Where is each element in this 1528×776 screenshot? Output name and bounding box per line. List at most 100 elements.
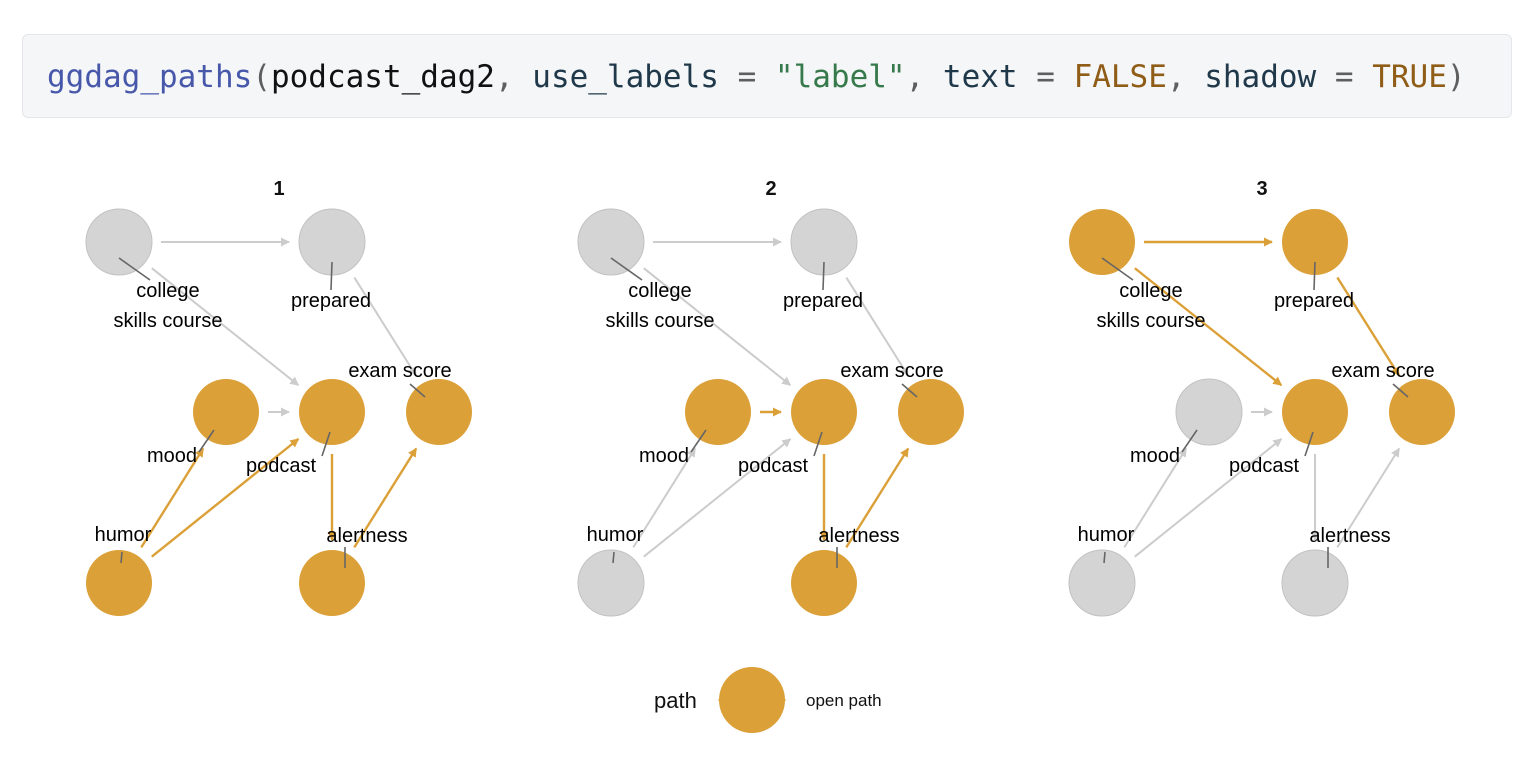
edge-prepared-to-exam	[353, 277, 417, 377]
label-leader-humor	[120, 551, 123, 564]
node-podcast	[791, 379, 857, 445]
code-open-paren: (	[252, 59, 271, 95]
label-leader-podcast	[1304, 431, 1314, 457]
edge-college-to-podcast	[151, 267, 300, 386]
node-label-mood: mood	[1130, 445, 1180, 467]
node-label-podcast: podcast	[738, 455, 808, 477]
code-object-name: podcast_dag2	[270, 59, 495, 95]
label-leader-podcast	[321, 431, 331, 457]
node-label-alertness: alertness	[326, 525, 407, 547]
label-leader-exam	[1392, 383, 1409, 398]
node-prepared	[1282, 209, 1348, 275]
code-close-paren: )	[1446, 59, 1466, 95]
edge-humor-to-mood	[140, 447, 205, 549]
node-label-alertness: alertness	[1309, 525, 1390, 547]
node-podcast	[1282, 379, 1348, 445]
node-label-mood: mood	[639, 445, 689, 467]
edge-alertness-to-exam	[845, 447, 910, 549]
edge-prepared-to-exam	[845, 277, 909, 377]
node-humor	[577, 549, 645, 617]
code-separator: ,	[494, 59, 533, 95]
label-leader-mood	[198, 429, 215, 453]
code-function-name: ggdag_paths	[47, 59, 253, 95]
edge-college-to-podcast	[1134, 267, 1283, 387]
code-string-value: "label"	[774, 59, 906, 95]
code-arg-name: shadow	[1204, 59, 1317, 95]
label-leader-mood	[690, 429, 707, 453]
node-alertness	[1281, 549, 1349, 617]
label-leader-humor	[612, 551, 615, 564]
label-leader-prepared	[822, 261, 825, 291]
node-label-humor: humor	[95, 524, 152, 546]
code-separator: ,	[905, 59, 943, 95]
label-leader-exam	[409, 383, 426, 398]
node-mood	[685, 379, 751, 445]
node-label-prepared: prepared	[783, 290, 863, 312]
edge-humor-to-mood	[1123, 447, 1188, 548]
node-podcast	[299, 379, 365, 445]
legend-item-label: open path	[806, 691, 882, 710]
panel-title: 1	[273, 178, 284, 200]
label-leader-college	[610, 257, 643, 281]
label-leader-mood	[1181, 429, 1198, 453]
edge-prepared-to-exam	[1336, 276, 1401, 377]
label-leader-podcast	[813, 431, 823, 457]
code-equals: =	[718, 59, 775, 95]
code-separator: ,	[1166, 59, 1205, 95]
node-alertness	[299, 550, 365, 616]
label-leader-exam	[901, 383, 918, 398]
legend-key-open-path	[719, 667, 785, 733]
node-label-alertness: alertness	[818, 525, 899, 547]
code-equals: =	[1017, 59, 1074, 95]
edge-college-to-podcast	[643, 267, 792, 386]
label-leader-prepared	[1313, 261, 1316, 291]
node-humor	[1068, 549, 1136, 617]
edge-alertness-to-exam	[353, 447, 418, 549]
panel-title: 2	[765, 178, 776, 200]
label-leader-college	[118, 257, 151, 281]
node-label-mood: mood	[147, 445, 197, 467]
code-line: ggdag_paths(podcast_dag2, use_labels = "…	[47, 57, 1466, 97]
node-college	[1069, 209, 1135, 275]
node-label-prepared: prepared	[1274, 290, 1354, 312]
node-mood	[1175, 378, 1243, 446]
code-arg-name: use_labels	[532, 59, 719, 95]
panel-title: 3	[1256, 178, 1267, 200]
code-constant-value: TRUE	[1372, 59, 1447, 95]
node-alertness	[791, 550, 857, 616]
node-humor	[86, 550, 152, 616]
node-label-humor: humor	[1078, 524, 1135, 546]
label-leader-prepared	[330, 261, 333, 291]
code-arg-name: text	[942, 59, 1018, 95]
node-mood	[193, 379, 259, 445]
code-equals: =	[1316, 59, 1373, 95]
node-college	[85, 208, 153, 276]
node-college	[577, 208, 645, 276]
edge-humor-to-mood	[632, 447, 697, 548]
node-label-exam: exam score	[840, 360, 943, 382]
label-leader-college	[1101, 257, 1134, 281]
node-label-exam: exam score	[1331, 360, 1434, 382]
legend: path open path	[654, 667, 882, 733]
edge-alertness-to-exam	[1336, 447, 1401, 548]
code-constant-value: FALSE	[1073, 59, 1167, 95]
node-label-prepared: prepared	[291, 290, 371, 312]
edge-humor-to-podcast	[643, 438, 792, 558]
node-label-exam: exam score	[348, 360, 451, 382]
legend-title: path	[654, 688, 697, 713]
edge-humor-to-podcast	[1134, 438, 1283, 558]
node-label-humor: humor	[587, 524, 644, 546]
edge-humor-to-podcast	[151, 437, 300, 558]
code-block: ggdag_paths(podcast_dag2, use_labels = "…	[22, 34, 1512, 118]
node-label-podcast: podcast	[1229, 455, 1299, 477]
label-leader-humor	[1103, 551, 1106, 564]
node-label-podcast: podcast	[246, 455, 316, 477]
